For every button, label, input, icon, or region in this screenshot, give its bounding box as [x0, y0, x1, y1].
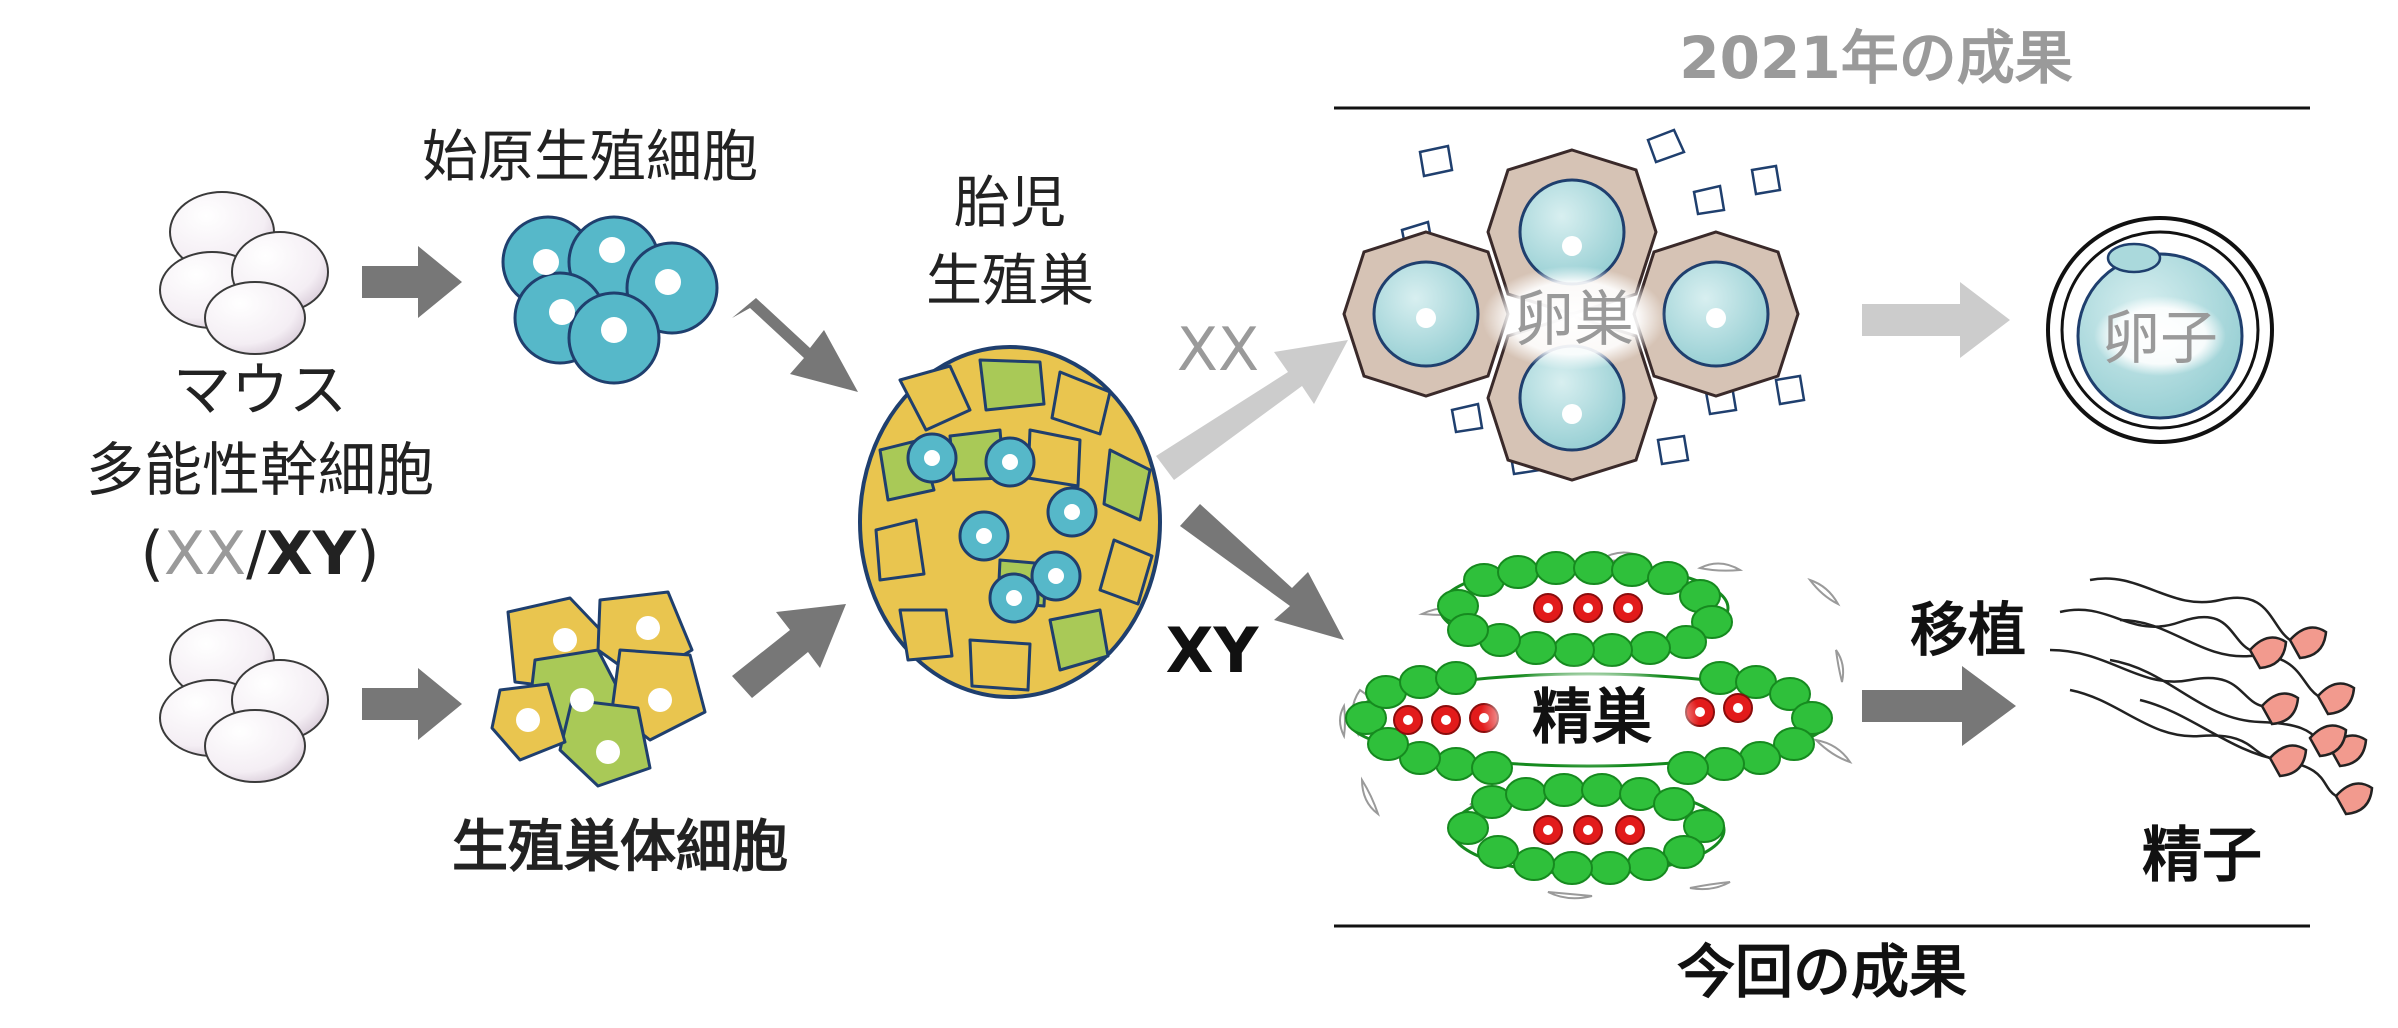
label-branch-xx: XX [1177, 315, 1259, 385]
testis-illustration [1339, 551, 1853, 900]
stem-cell-cluster-bottom [159, 619, 329, 783]
label-testis: 精巣 [1532, 683, 1652, 753]
pgc-cluster [501, 215, 719, 385]
arrow-ovary-to-egg [1862, 282, 2010, 358]
arrow-gonad-to-ovary [1156, 340, 1348, 480]
genotype-paren-open: ( [141, 519, 164, 589]
arrow-stem-to-pgc [362, 246, 462, 318]
label-mouse-line1: マウス [173, 356, 347, 424]
arrow-testis-to-sperm [1862, 666, 2016, 746]
label-ovary: 卵巣 [1514, 285, 1634, 355]
arrow-gonad-to-testis [1180, 504, 1344, 640]
label-pgc: 始原生殖細胞 [422, 125, 758, 190]
label-egg: 卵子 [2102, 304, 2218, 372]
arrow-somatic-to-gonad [732, 604, 846, 698]
fetal-gonad [858, 345, 1162, 699]
sperm-illustration [2049, 577, 2374, 816]
label-mouse-line2: 多能性幹細胞 [86, 436, 434, 504]
genotype-paren-close: ) [356, 519, 379, 589]
genotype-xy: XY [266, 519, 357, 589]
somatic-cell-cluster [490, 590, 707, 788]
genotype-xx: XX [164, 519, 246, 589]
ovary-illustration [1342, 128, 1806, 482]
genotype-slash: / [246, 519, 267, 589]
title-current: 今回の成果 [1677, 938, 1967, 1006]
label-somatic: 生殖巣体細胞 [452, 815, 788, 880]
label-sperm: 精子 [2142, 821, 2262, 891]
label-mouse-genotype: (XX/XY) [141, 519, 380, 589]
label-gonad-line2: 生殖巣 [926, 249, 1094, 314]
title-2021: 2021年の成果 [1679, 24, 2072, 92]
label-branch-xy: XY [1166, 614, 1260, 687]
stem-cell-cluster-top [159, 191, 329, 355]
egg-illustration [2046, 216, 2274, 444]
label-transplant: 移植 [1910, 596, 2026, 664]
arrow-pgc-to-gonad [732, 298, 858, 392]
arrow-stem-to-somatic [362, 668, 462, 740]
label-gonad-line1: 胎児 [954, 171, 1066, 236]
